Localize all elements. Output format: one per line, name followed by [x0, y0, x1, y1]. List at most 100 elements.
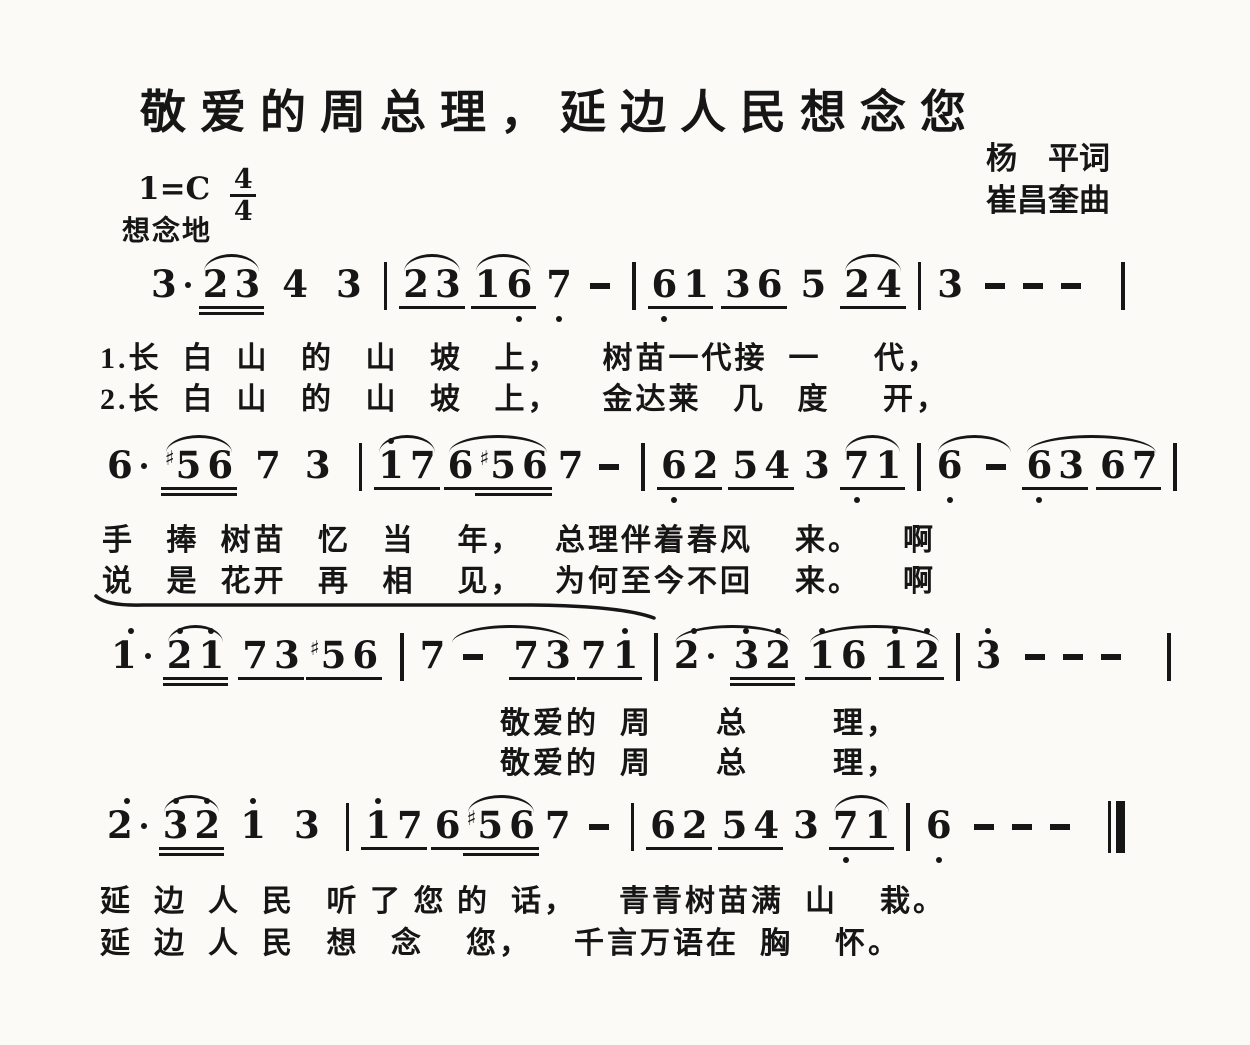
spacer [381, 657, 387, 658]
note: 7 [543, 253, 575, 322]
high-octave-dot [775, 627, 782, 634]
note: 3 [801, 434, 833, 501]
spacer [794, 657, 806, 658]
beam-underline [194, 676, 229, 680]
note-digit: 2 [166, 632, 193, 677]
spacer [223, 827, 237, 828]
note: 2 [910, 624, 945, 691]
beam-underline [910, 676, 945, 680]
beam-underline [462, 852, 518, 856]
note-digit: 6 [107, 442, 133, 487]
note-digit: 5 [175, 442, 202, 487]
beam-underline [361, 846, 405, 850]
note-digit: 2 [202, 261, 229, 306]
spacer [711, 827, 719, 828]
note: 1 [237, 794, 269, 861]
credits-block: 杨 平词崔昌奎曲 [986, 138, 1110, 222]
low-octave-dot [946, 496, 953, 503]
barline [400, 633, 404, 681]
note-digit: 6 [207, 442, 234, 487]
note: 7 [839, 434, 884, 503]
sharp-sign: ♯ [466, 805, 477, 830]
lyric-line: 敬爱的 周 总 理， [500, 707, 899, 740]
note-digit: 7 [557, 442, 584, 487]
note: 6 [430, 794, 475, 861]
note: 2 [399, 253, 443, 320]
beam-underline [230, 311, 265, 315]
lyricist-credit: 杨 平词 [986, 141, 1110, 176]
note-digit: 3 [304, 442, 331, 487]
note: 7 [417, 624, 449, 691]
note: 3 [302, 434, 334, 501]
beam-underline [238, 676, 282, 680]
note: 6 [203, 434, 238, 501]
expression-marking: 想念地 [122, 216, 213, 247]
final-barline [1107, 801, 1126, 853]
note-digit: 1 [809, 632, 835, 677]
note-digit: 5 [800, 261, 827, 306]
low-octave-dot [556, 315, 563, 322]
beam-underline [475, 486, 530, 490]
note-digit: 7 [832, 802, 859, 847]
beam-underline [871, 486, 906, 490]
note-digit: 1 [875, 442, 902, 487]
note: 4 [279, 253, 311, 320]
note: 1 [194, 624, 229, 691]
beam-underline [198, 311, 243, 315]
lyric-line: 延 边 人 民 想 念 您， 千言万语在 胸 怀。 [100, 927, 901, 960]
beam-underline [717, 846, 762, 850]
beam-underline [194, 682, 229, 686]
note-digit: 7 [513, 632, 540, 677]
note-digit: 3 [725, 261, 751, 306]
beam-underline [878, 676, 923, 680]
note: 3 [973, 624, 1005, 691]
duration-dash [1049, 824, 1070, 830]
note-digit: 6 [936, 442, 963, 487]
meter-numerator: 4 [233, 164, 253, 195]
beam-underline [190, 846, 225, 850]
beam-underline [688, 486, 723, 490]
beam-underline [190, 852, 225, 856]
note: 6 [443, 434, 488, 501]
note-digit: 7 [242, 632, 268, 677]
spacer [365, 286, 371, 287]
spacer [464, 286, 472, 287]
note: 6 [505, 794, 539, 861]
note: 7 [576, 624, 621, 691]
note-digit: 7 [419, 632, 446, 677]
beam-underline [443, 486, 488, 490]
slur-group: 6 [934, 434, 1016, 503]
note-digit: 3 [545, 632, 571, 677]
beam-underline [198, 305, 243, 309]
note-digit: 1 [864, 802, 891, 847]
spacer [717, 657, 731, 658]
spacer [1130, 657, 1154, 658]
high-octave-dot [743, 627, 750, 634]
note: 1 [361, 794, 405, 861]
low-octave-dot [670, 496, 677, 503]
note-digit: 3 [733, 632, 760, 677]
spacer [269, 827, 291, 828]
low-octave-dot [935, 856, 942, 863]
beam-underline [761, 682, 796, 686]
sharp-sign: ♯ [164, 445, 175, 470]
note-digit: 6 [756, 261, 783, 306]
spacer [833, 467, 841, 468]
note: 2 [677, 794, 712, 861]
high-octave-dot [818, 627, 825, 634]
spacer [1090, 286, 1108, 287]
high-octave-dot [172, 797, 179, 804]
note: 3 [270, 624, 304, 691]
beam-underline [646, 846, 690, 850]
beam-underline [679, 305, 713, 309]
note: ♯5 [160, 434, 216, 501]
high-octave-dot [123, 797, 130, 804]
beam-underline [162, 682, 207, 686]
